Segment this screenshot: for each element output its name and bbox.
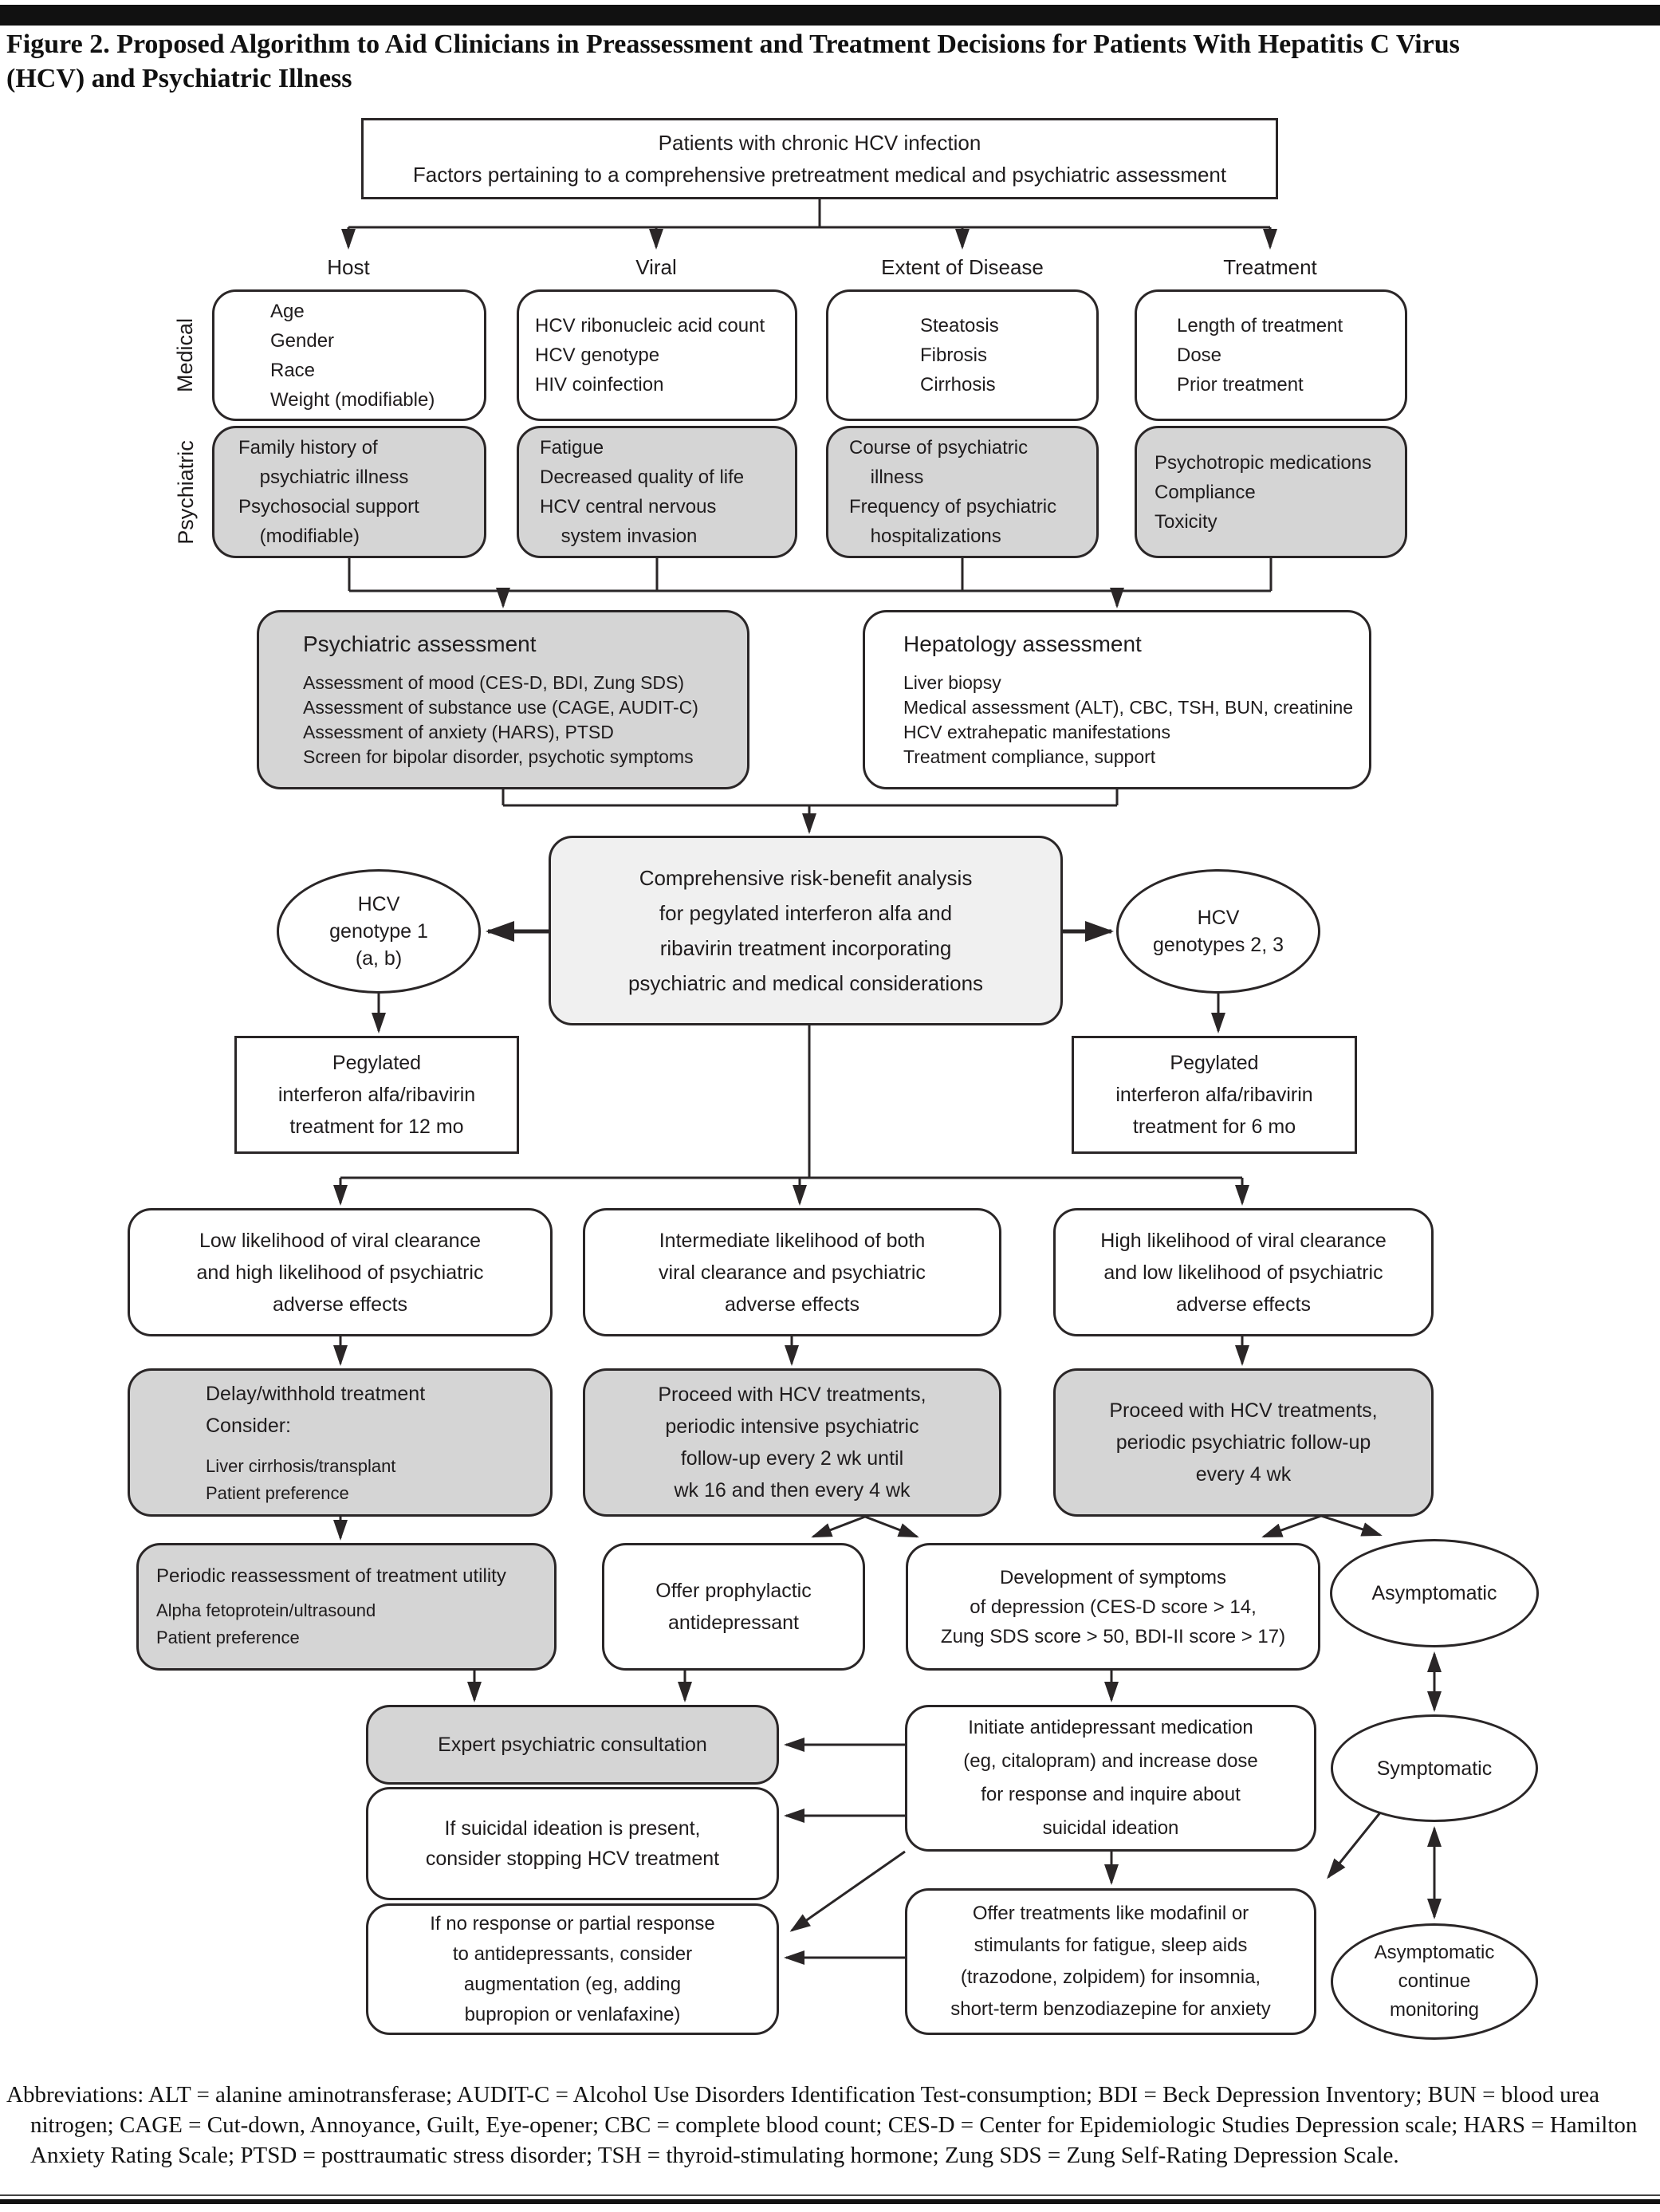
- ellipse-hcv-genotype-1: HCV genotype 1 (a, b): [277, 869, 481, 994]
- column-header-extent: Extent of Disease: [881, 255, 1044, 279]
- box-offer-prophylactic: Offer prophylactic antidepressant: [602, 1543, 865, 1671]
- figure-title: Figure 2. Proposed Algorithm to Aid Clin…: [6, 30, 1460, 93]
- box-psychiatric-viral: Fatigue Decreased quality of life HCV ce…: [517, 426, 797, 558]
- box-psychiatric-treatment: Psychotropic medications Compliance Toxi…: [1135, 426, 1407, 558]
- top-rule: [0, 5, 1660, 26]
- box-proceed-intensive-followup: Proceed with HCV treatments, periodic in…: [583, 1368, 1001, 1517]
- box-risk-benefit-analysis: Comprehensive risk-benefit analysis for …: [549, 836, 1063, 1025]
- row-label-medical-text: Medical: [173, 317, 198, 393]
- ellipse-hcv-genotypes-2-3: HCV genotypes 2, 3: [1116, 869, 1320, 994]
- box-high-likelihood: High likelihood of viral clearance and l…: [1053, 1208, 1434, 1336]
- box-medical-viral: HCV ribonucleic acid count HCV genotype …: [517, 289, 797, 421]
- box-delay-withhold: Delay/withhold treatment Consider: Liver…: [128, 1368, 553, 1517]
- connector-arrow: [811, 1515, 866, 1538]
- row-label-medical: Medical: [151, 289, 220, 421]
- connector-arrow: [864, 1515, 919, 1538]
- box-proceed-periodic-followup: Proceed with HCV treatments, periodic ps…: [1053, 1368, 1434, 1517]
- box-suicidal-ideation: If suicidal ideation is present, conside…: [366, 1787, 779, 1900]
- connector-arrow: [1261, 1514, 1322, 1538]
- box-development-symptoms: Development of symptoms of depression (C…: [906, 1543, 1320, 1671]
- hepatology-assessment-title: Hepatology assessment: [903, 631, 1142, 656]
- box-periodic-reassessment: Periodic reassessment of treatment utili…: [136, 1543, 557, 1671]
- psychiatric-assessment-body: Assessment of mood (CES-D, BDI, Zung SDS…: [303, 671, 698, 767]
- delay-withhold-sub: Liver cirrhosis/transplant Patient prefe…: [206, 1456, 396, 1503]
- box-expert-consultation: Expert psychiatric consultation: [366, 1705, 779, 1785]
- box-patients-hcv: Patients with chronic HCV infection Fact…: [361, 118, 1278, 199]
- box-psychiatric-extent: Course of psychiatric illness Frequency …: [826, 426, 1099, 558]
- hepatology-assessment-body: Liver biopsy Medical assessment (ALT), C…: [903, 671, 1354, 767]
- bottom-rule-thick: [0, 2199, 1660, 2204]
- delay-withhold-main: Delay/withhold treatment Consider:: [206, 1383, 426, 1437]
- column-header-viral: Viral: [635, 255, 677, 279]
- box-medical-extent: Steatosis Fibrosis Cirrhosis: [826, 289, 1099, 421]
- connector-arrow: [1327, 1811, 1383, 1879]
- box-medical-host: Age Gender Race Weight (modifiable): [212, 289, 486, 421]
- box-peg-treatment-6mo: Pegylated interferon alfa/ribavirin trea…: [1072, 1036, 1357, 1154]
- connector-arrow: [789, 1850, 906, 1932]
- box-offer-treatments: Offer treatments like modafinil or stimu…: [905, 1888, 1316, 2035]
- box-no-response-augmentation: If no response or partial response to an…: [366, 1903, 779, 2035]
- box-intermediate-likelihood: Intermediate likelihood of both viral cl…: [583, 1208, 1001, 1336]
- periodic-reassessment-sub: Alpha fetoprotein/ultrasound Patient pre…: [156, 1600, 376, 1647]
- abbreviations-note: Abbreviations: ALT = alanine aminotransf…: [6, 2082, 1638, 2168]
- column-header-host: Host: [327, 255, 370, 279]
- box-initiate-antidepressant: Initiate antidepressant medication (eg, …: [905, 1705, 1316, 1852]
- box-psychiatric-host: Family history of psychiatric illness Ps…: [212, 426, 486, 558]
- box-low-likelihood: Low likelihood of viral clearance and hi…: [128, 1208, 553, 1336]
- row-label-psychiatric-text: Psychiatric: [173, 439, 198, 545]
- ellipse-symptomatic: Symptomatic: [1331, 1714, 1538, 1822]
- box-hepatology-assessment: Hepatology assessment Liver biopsy Medic…: [863, 610, 1371, 789]
- box-psychiatric-assessment: Psychiatric assessment Assessment of moo…: [257, 610, 749, 789]
- ellipse-asymptomatic: Asymptomatic: [1330, 1539, 1539, 1647]
- column-header-treatment: Treatment: [1223, 255, 1317, 279]
- periodic-reassessment-main: Periodic reassessment of treatment utili…: [156, 1565, 506, 1587]
- bottom-rule-thin: [0, 2194, 1660, 2196]
- box-medical-treatment: Length of treatment Dose Prior treatment: [1135, 289, 1407, 421]
- connector-arrow: [1320, 1514, 1383, 1537]
- ellipse-asymptomatic-monitoring: Asymptomatic continue monitoring: [1331, 1923, 1538, 2040]
- box-peg-treatment-12mo: Pegylated interferon alfa/ribavirin trea…: [234, 1036, 519, 1154]
- row-label-psychiatric: Psychiatric: [151, 426, 220, 558]
- psychiatric-assessment-title: Psychiatric assessment: [303, 631, 537, 656]
